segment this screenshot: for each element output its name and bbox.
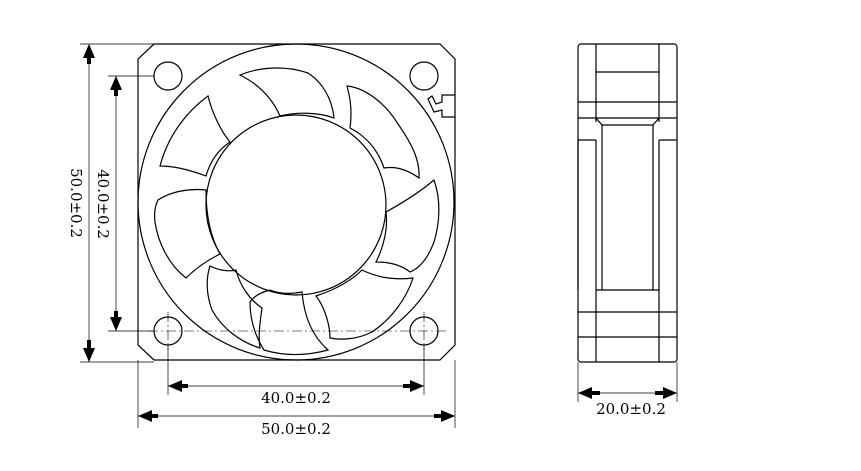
fan-hub bbox=[205, 114, 387, 296]
side-dimensions: 20.0±0.2 bbox=[577, 362, 678, 418]
fan-frame-outline bbox=[137, 43, 456, 361]
arrow-shaft bbox=[590, 391, 600, 395]
dim-hole-spacing-height: 40.0±0.2 bbox=[94, 169, 112, 239]
front-dimensions: 50.0±0.2 40.0±0.2 40.0±0.2 50.0±0.2 bbox=[67, 43, 456, 438]
dim-overall-width: 50.0±0.2 bbox=[261, 420, 331, 438]
arrow-shaft bbox=[403, 384, 411, 388]
fan-blade-6 bbox=[206, 265, 263, 349]
arrow-down-icon bbox=[110, 317, 122, 331]
dim-overall-height: 50.0±0.2 bbox=[67, 168, 85, 238]
side-outline bbox=[577, 43, 678, 363]
fan-blades bbox=[154, 67, 440, 356]
fan-blade-4 bbox=[314, 269, 414, 340]
fan-blade-7 bbox=[154, 188, 221, 279]
fan-blade-2 bbox=[346, 85, 420, 180]
fan-shroud-circle bbox=[137, 43, 455, 361]
arrow-left-icon bbox=[168, 380, 182, 392]
dim-depth: 20.0±0.2 bbox=[596, 400, 666, 418]
dim-hole-spacing-width: 40.0±0.2 bbox=[261, 389, 331, 407]
arrow-shaft bbox=[114, 311, 118, 319]
arrow-down-icon bbox=[83, 348, 95, 362]
arrow-shaft bbox=[434, 414, 442, 418]
fan-blade-8 bbox=[159, 94, 231, 177]
wire-notch bbox=[427, 94, 455, 118]
fan-side-view bbox=[577, 43, 678, 363]
fan-blade-5 bbox=[249, 289, 330, 356]
arrow-left-icon bbox=[138, 410, 152, 422]
arrow-shaft bbox=[180, 384, 188, 388]
arrow-up-icon bbox=[110, 76, 122, 90]
arrow-right-icon bbox=[441, 410, 455, 422]
fan-front-view bbox=[137, 43, 456, 361]
fan-blade-1 bbox=[238, 67, 335, 119]
arrow-shaft bbox=[87, 56, 91, 64]
arrow-shaft bbox=[655, 391, 665, 395]
mounting-hole-top-right bbox=[409, 61, 439, 91]
side-line bbox=[595, 117, 660, 126]
arrow-right-icon bbox=[410, 380, 424, 392]
mounting-hole-top-left bbox=[153, 61, 183, 91]
arrow-left-icon bbox=[578, 387, 592, 399]
arrow-up-icon bbox=[83, 44, 95, 58]
arrow-shaft bbox=[114, 88, 118, 96]
arrow-right-icon bbox=[663, 387, 677, 399]
arrow-shaft bbox=[150, 414, 158, 418]
fan-blade-3 bbox=[375, 178, 440, 273]
arrow-shaft bbox=[87, 340, 91, 348]
